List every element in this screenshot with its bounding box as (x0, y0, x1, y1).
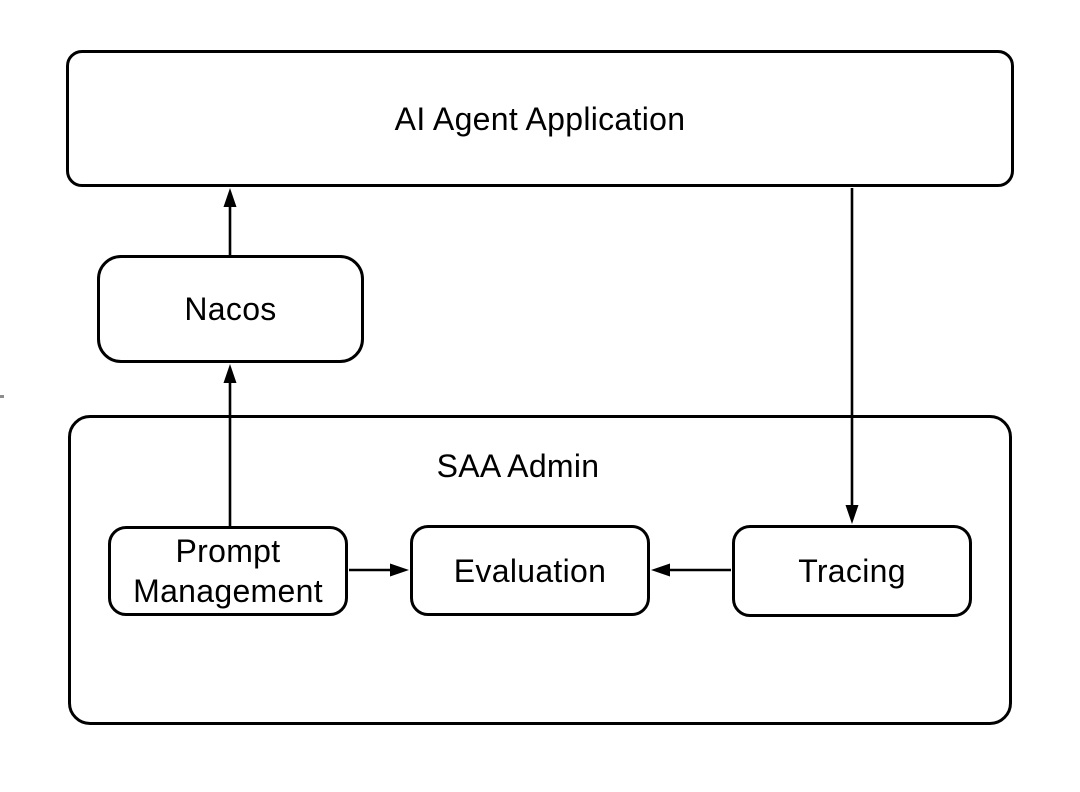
node-prompt-management-label: Prompt Management (133, 533, 323, 609)
left-edge-artifact-mark (0, 395, 4, 398)
node-saa-admin-title: SAA Admin (436, 448, 600, 484)
node-prompt-management: Prompt Management (108, 526, 348, 616)
node-nacos-label: Nacos (184, 291, 277, 327)
node-evaluation: Evaluation (410, 525, 650, 616)
node-evaluation-label: Evaluation (453, 552, 607, 589)
arrow-nacos-to-ai-agent-application (223, 188, 237, 256)
node-ai-agent-application-label: AI Agent Application (394, 100, 686, 137)
node-tracing: Tracing (732, 525, 972, 617)
node-tracing-label: Tracing (798, 553, 906, 589)
node-nacos: Nacos (97, 255, 364, 363)
node-ai-agent-application: AI Agent Application (66, 50, 1014, 187)
